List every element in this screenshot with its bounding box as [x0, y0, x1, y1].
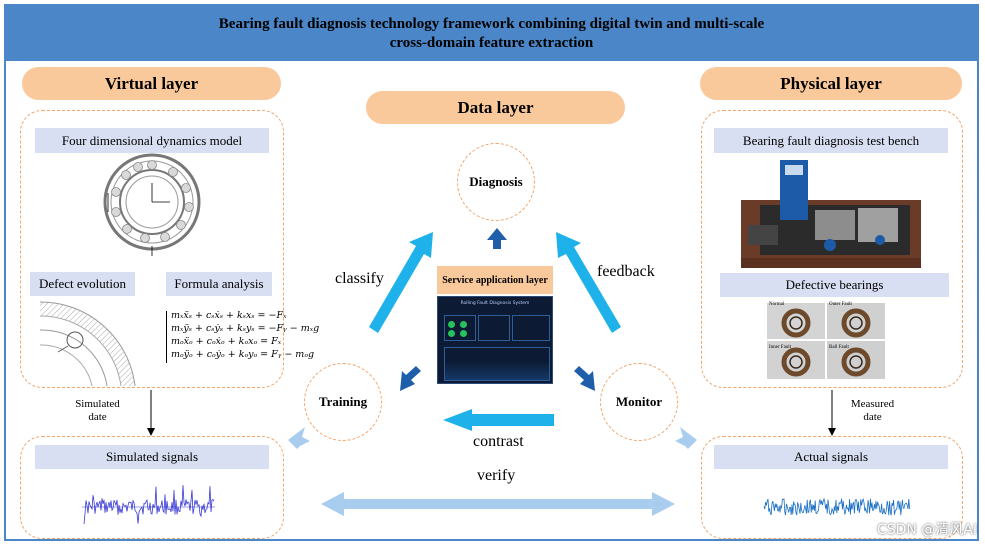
verify-arrow [321, 492, 675, 516]
simulated-flow-arrow [147, 390, 155, 436]
defective-bearings-label: Defective bearings [720, 273, 949, 297]
actual-signals-box [701, 436, 963, 539]
dynamics-model-label: Four dimensional dynamics model [35, 128, 269, 153]
training-node: Training [304, 363, 382, 441]
defect-evolution-icon [39, 301, 136, 387]
status-dot-1 [448, 321, 455, 328]
data-layer-pill: Data layer [366, 91, 625, 124]
formula-brace [166, 311, 167, 363]
dashboard-title: Rolling Fault Diagnosis System [460, 301, 530, 306]
measured-date-label: Measured date [835, 398, 910, 424]
dashboard-chart-area [444, 347, 550, 381]
sim-to-training-arrow [288, 427, 310, 449]
title-bar: Bearing fault diagnosis technology frame… [6, 6, 977, 61]
bearing-type-normal: Normal [769, 302, 785, 307]
actual-signal-waveform [763, 497, 910, 516]
physical-bench-box [701, 110, 963, 388]
service-to-diagnosis-arrow [487, 228, 507, 249]
dashboard-tile-b [478, 315, 510, 341]
simulated-date-line-1: Simulated [75, 398, 120, 410]
dashboard-tile-c [512, 315, 550, 341]
dashboard-tile-a [444, 315, 476, 341]
monitor-node: Monitor [600, 363, 678, 441]
contrast-arrow [443, 409, 554, 431]
watermark: CSDN @清风AI [876, 522, 977, 538]
service-to-monitor-arrow [574, 366, 595, 391]
simulated-signals-label: Simulated signals [35, 445, 269, 469]
feedback-arrow [556, 232, 621, 333]
simulated-signals-box [20, 436, 284, 539]
classify-label: classify [335, 270, 384, 287]
bearing-type-inner: Inner Fault [769, 345, 792, 350]
status-dot-2 [460, 321, 467, 328]
bearing-type-ball: Ball Fault [829, 345, 849, 350]
formula-line-4: mₒÿₒ + cₒẏₒ + kₒyₒ = Fᵧ − mₒg [171, 349, 315, 360]
verify-label: verify [477, 467, 516, 484]
measured-date-line-2: date [863, 411, 882, 423]
contrast-label: contrast [473, 433, 524, 450]
feedback-label: feedback [597, 263, 655, 280]
measured-date-line-1: Measured [850, 398, 895, 410]
test-bench-photo [741, 158, 921, 268]
classify-arrow [369, 232, 433, 333]
virtual-layer-pill: Virtual layer [22, 67, 281, 100]
service-layer-label: Service application layer [437, 266, 553, 294]
simulated-date-label: Simulated date [60, 398, 135, 424]
physical-layer-pill: Physical layer [700, 67, 962, 100]
title-line-1: Bearing fault diagnosis technology frame… [218, 15, 765, 32]
bearing-dynamics-icon [103, 153, 201, 256]
measured-flow-arrow [828, 390, 836, 436]
actual-signals-label: Actual signals [714, 445, 948, 469]
service-dashboard-screen: Rolling Fault Diagnosis System [437, 296, 553, 384]
formula-line-1: mₓẍₛ + cₛẋₛ + kₛxₛ = −Fₓ [171, 310, 287, 321]
formula-line-2: mₓÿₛ + cₛẏₛ + kₛyₛ = −Fᵧ − mₓg [171, 323, 320, 334]
status-dot-4 [460, 330, 467, 337]
virtual-model-box [20, 110, 284, 388]
test-bench-label: Bearing fault diagnosis test bench [714, 128, 948, 153]
simulated-date-line-2: date [88, 411, 107, 423]
service-to-training-arrow [400, 366, 421, 391]
title-line-2: cross-domain feature extraction [389, 34, 594, 51]
defect-evolution-label: Defect evolution [30, 272, 135, 296]
actual-to-monitor-arrow [675, 427, 697, 449]
simulated-signal-waveform [82, 485, 215, 525]
formula-analysis-label: Formula analysis [166, 272, 272, 296]
status-dot-3 [448, 330, 455, 337]
formula-line-3: mₒẍₒ + cₒẋₒ + kₒxₒ = Fₓ [171, 336, 282, 347]
bearing-type-outer: Outer Fault [829, 302, 852, 307]
defective-bearings-photos [767, 303, 885, 379]
diagnosis-node: Diagnosis [457, 143, 535, 221]
